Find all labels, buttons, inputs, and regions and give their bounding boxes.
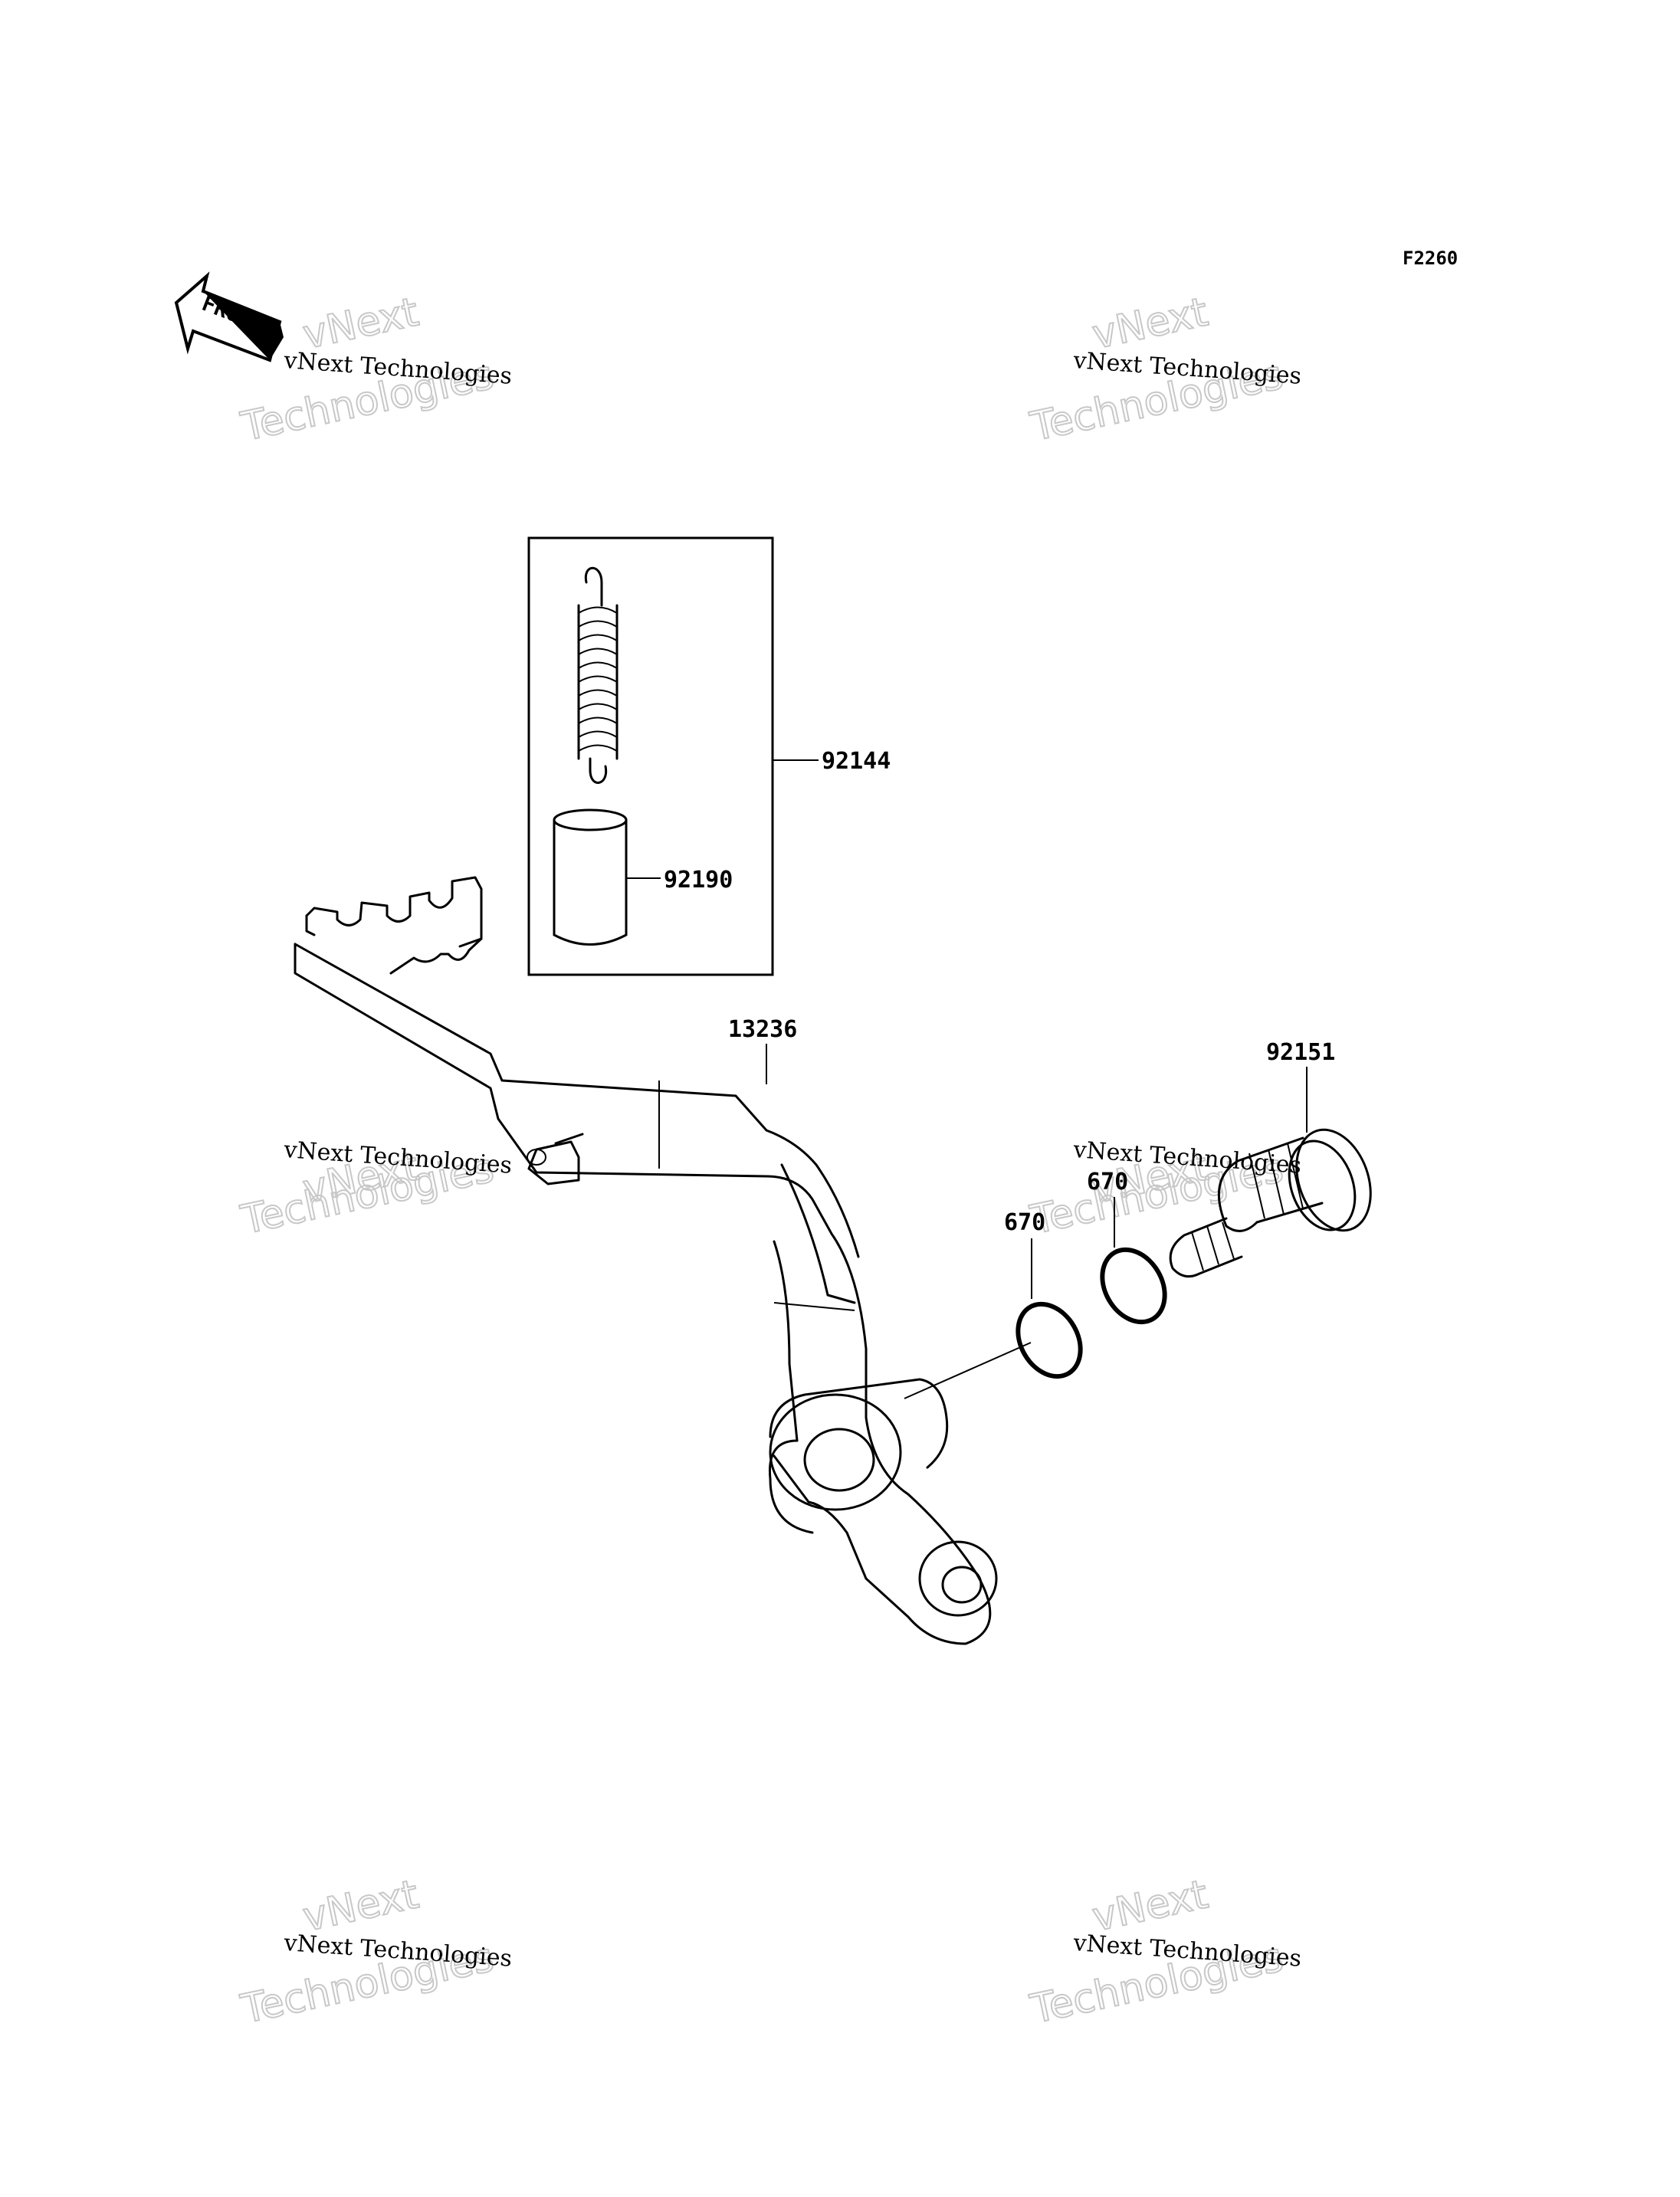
- front-arrow-icon: FRONT: [174, 271, 284, 362]
- watermark-mid-left: vNext Technologies vNext Technologies: [236, 1136, 513, 1244]
- watermark-bottom-left: vNext Technologies vNext Technologies: [236, 1871, 513, 2033]
- figure-code: F2260: [1403, 248, 1458, 269]
- spring-icon: [577, 566, 619, 784]
- watermark-top-left: vNext Technologies vNext Technologies: [236, 288, 513, 451]
- kit-box: [527, 536, 819, 976]
- pivot-bolt-icon: [1169, 1128, 1372, 1278]
- oring-b-icon: [1100, 1247, 1167, 1325]
- callout-pivot-bolt: 92151: [1266, 1039, 1335, 1066]
- oring-a-icon: [1016, 1301, 1083, 1379]
- callout-collar: 92190: [664, 867, 733, 894]
- collar-icon: [553, 808, 628, 946]
- watermark-top-right: vNext Technologies vNext Technologies: [1025, 288, 1302, 451]
- watermark-big-top: vNext: [299, 289, 422, 358]
- callout-oring-a: 670: [1004, 1209, 1045, 1236]
- watermark-bottom-right: vNext Technologies vNext Technologies: [1025, 1871, 1302, 2033]
- brake-pedal-icon: [294, 876, 998, 1645]
- watermark-big-top: vNext: [1088, 1871, 1212, 1940]
- callout-pedal: 13236: [728, 1016, 797, 1043]
- watermark-big-top: vNext: [1088, 289, 1212, 358]
- leader-axis: [904, 1342, 1032, 1399]
- watermark-big-top: vNext: [299, 1871, 422, 1940]
- callout-oring-b: 670: [1087, 1169, 1128, 1195]
- callout-kit: 92144: [822, 748, 891, 775]
